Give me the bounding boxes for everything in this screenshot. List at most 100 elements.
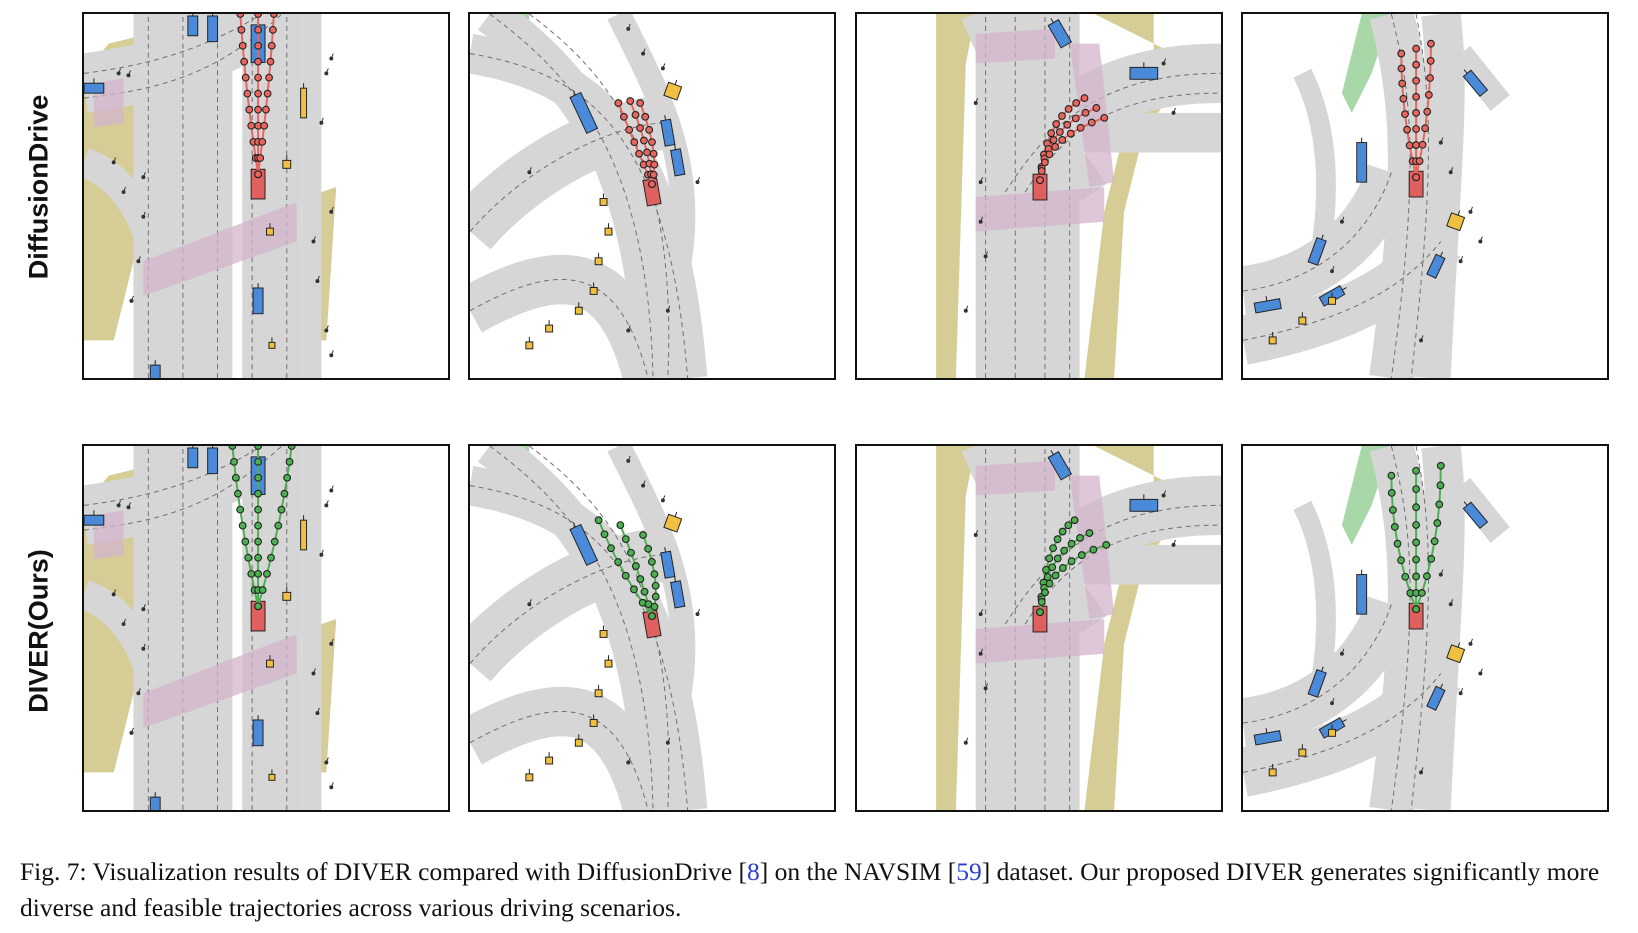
pedestrian-marker <box>1458 259 1463 264</box>
object-box <box>266 655 274 668</box>
trajectory-waypoint <box>1066 129 1075 138</box>
pedestrian-marker <box>111 160 116 165</box>
trajectory-waypoint <box>1412 572 1421 581</box>
trajectory-waypoint <box>263 569 271 578</box>
trajectory-waypoint <box>631 562 640 570</box>
object-box <box>268 337 276 349</box>
trajectory-waypoint <box>640 136 648 145</box>
pedestrian-heading <box>1341 216 1345 222</box>
trajectory-waypoint <box>1067 539 1076 548</box>
trajectory-waypoint <box>1058 527 1067 536</box>
pedestrian-heading <box>642 48 646 54</box>
trajectory-waypoint <box>1071 114 1080 123</box>
pedestrian-heading <box>627 23 631 30</box>
pedestrian-marker <box>319 120 324 125</box>
pedestrian-heading <box>697 177 700 183</box>
trajectory-waypoint <box>254 89 262 98</box>
trajectory-waypoint <box>1045 554 1054 563</box>
pedestrian-marker <box>978 651 983 656</box>
trajectory-waypoint <box>650 602 659 611</box>
vehicle-box <box>1129 494 1159 512</box>
figure-caption: Fig. 7: Visualization results of DIVER c… <box>20 857 1600 922</box>
trajectory-waypoint <box>254 14 262 18</box>
trajectory-waypoint <box>236 14 245 18</box>
vehicle-box <box>149 360 161 378</box>
pedestrian-marker <box>641 483 646 488</box>
trajectory-waypoint <box>1412 60 1421 69</box>
road-segment <box>84 446 289 545</box>
trajectory-waypoint <box>254 537 262 546</box>
pedestrian-marker <box>665 740 670 745</box>
object-box <box>594 684 603 698</box>
trajectory-waypoint <box>1397 49 1406 58</box>
trajectory-waypoint <box>639 531 648 539</box>
panel-diver-scene-4 <box>1241 444 1609 812</box>
trajectory-waypoint <box>283 473 292 482</box>
crosswalk <box>143 201 297 296</box>
object-box <box>1446 210 1466 232</box>
vehicle-box <box>1253 727 1282 746</box>
pedestrian-marker <box>1330 701 1334 706</box>
pedestrian-marker <box>324 503 329 508</box>
trajectory-waypoint <box>1058 136 1067 144</box>
trajectory-waypoint <box>262 105 270 114</box>
trajectory-waypoint <box>1412 44 1421 53</box>
trajectory-waypoint <box>277 505 286 514</box>
trajectory-waypoint <box>1063 120 1072 129</box>
pedestrian-marker <box>116 503 121 508</box>
pedestrian-heading <box>1420 767 1424 773</box>
trajectory-waypoint <box>636 99 645 107</box>
trajectory-waypoint <box>1040 158 1049 167</box>
trajectory-waypoint <box>238 521 247 530</box>
trajectory-waypoint <box>230 457 238 466</box>
trajectory-waypoint <box>254 105 262 114</box>
lane-line <box>529 14 670 378</box>
trajectory-waypoint <box>647 557 656 566</box>
lane-line <box>489 446 654 810</box>
trajectory-waypoint <box>1100 113 1109 122</box>
vehicle-box <box>252 283 264 315</box>
pedestrian-heading <box>128 502 131 508</box>
trajectory-waypoint <box>1051 142 1060 151</box>
pedestrian-heading <box>1440 137 1444 143</box>
object-box <box>663 511 683 533</box>
trajectory-waypoint <box>1077 551 1086 559</box>
object-box <box>525 336 534 350</box>
road-segment <box>84 580 180 810</box>
pedestrian-heading <box>325 68 329 74</box>
trajectory-waypoint <box>1403 125 1411 134</box>
pedestrian-heading <box>325 325 329 331</box>
trajectory-waypoint <box>1043 573 1052 581</box>
trajectory-waypoint <box>1397 64 1406 73</box>
trajectory-waypoint <box>649 170 658 179</box>
trajectory-waypoint <box>268 25 277 34</box>
citation-link-59[interactable]: 59 <box>956 857 982 886</box>
trajectory-waypoint <box>1436 461 1445 470</box>
trajectory-waypoint <box>1058 112 1066 120</box>
trajectory-waypoint <box>1048 563 1057 572</box>
vehicle-box <box>1426 683 1446 711</box>
pedestrian-heading <box>320 549 324 555</box>
trajectory-waypoint <box>631 110 640 119</box>
panel-diver-scene-1 <box>82 444 450 812</box>
trajectory-waypoint <box>245 105 254 114</box>
pedestrian-heading <box>131 295 134 302</box>
vehicle-box <box>569 522 599 567</box>
trajectory-waypoint <box>1036 176 1044 185</box>
pedestrian-heading <box>128 70 131 76</box>
citation-link-8[interactable]: 8 <box>747 857 760 886</box>
crosswalk <box>1069 43 1115 188</box>
trajectory-waypoint <box>1430 537 1439 546</box>
trajectory-waypoint <box>1036 608 1044 617</box>
trajectory-waypoint <box>1387 471 1396 480</box>
trajectory-waypoint <box>627 548 635 557</box>
pedestrian-marker <box>963 308 968 313</box>
trajectory-waypoint <box>641 112 650 121</box>
trajectory-waypoint <box>1397 556 1405 565</box>
pedestrian-marker <box>329 56 334 61</box>
lane-line <box>1410 14 1429 378</box>
object-box <box>1328 724 1336 737</box>
object-box <box>1298 744 1307 757</box>
vehicle-box <box>670 144 686 177</box>
pedestrian-heading <box>1440 569 1444 575</box>
